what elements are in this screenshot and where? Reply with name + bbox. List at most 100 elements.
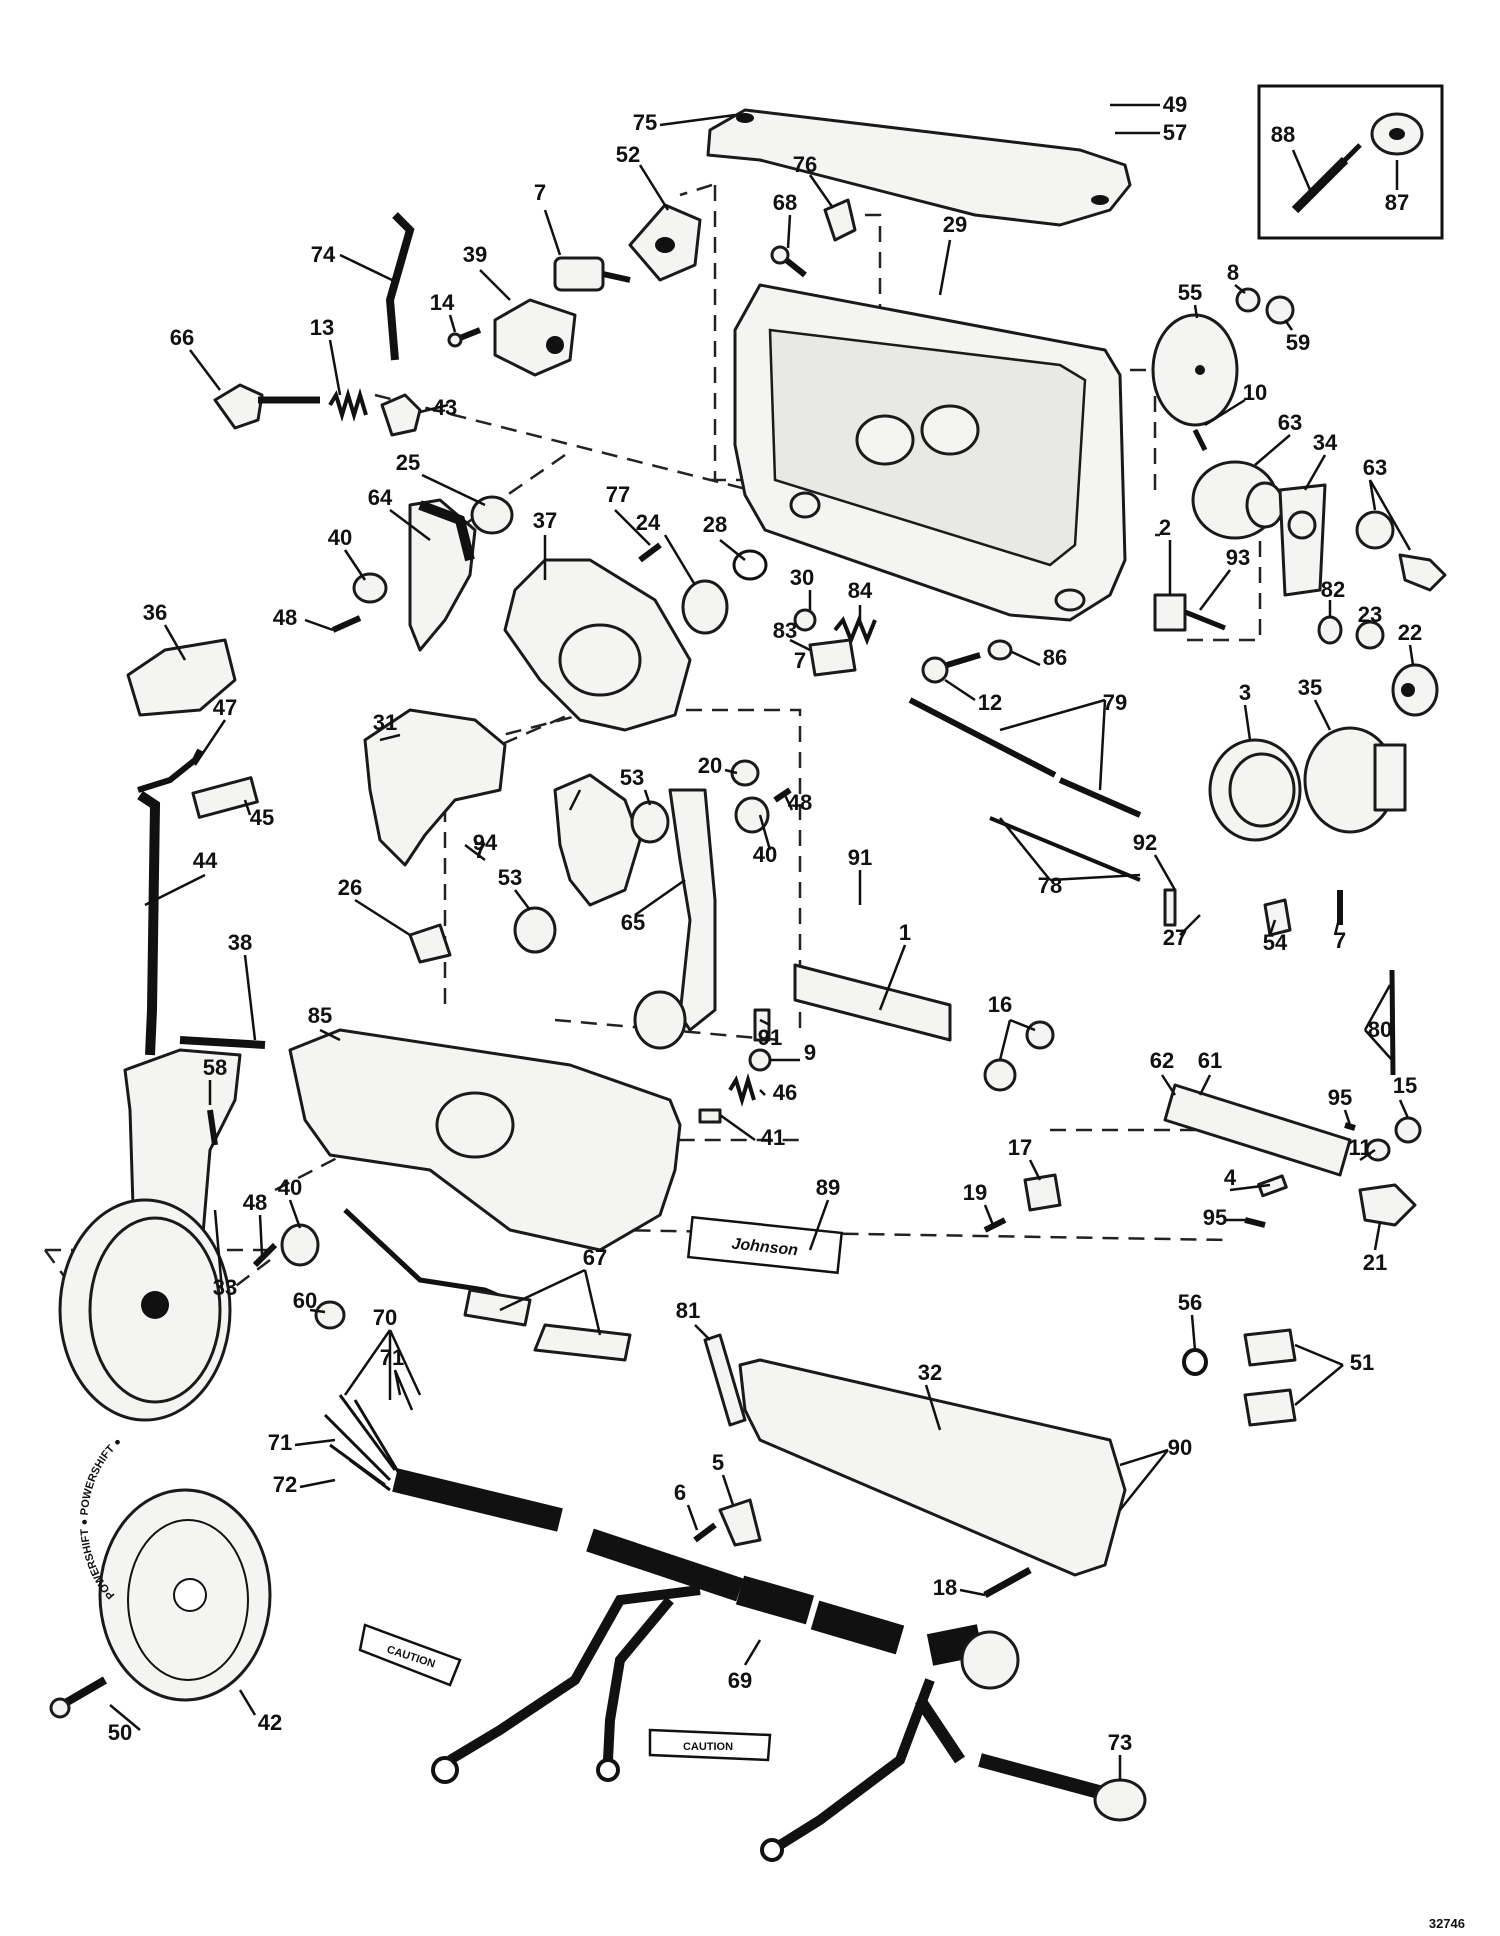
bushing-53-upper — [630, 800, 670, 844]
knob-disc — [58, 1198, 232, 1422]
screw-10 — [1192, 428, 1208, 452]
stud-88 — [1291, 143, 1362, 214]
callout-32: 32 — [918, 1360, 942, 1385]
washer-40-left — [352, 572, 388, 604]
callout-80: 80 — [1368, 1017, 1392, 1042]
cover-94 — [553, 773, 642, 907]
callout-82: 82 — [1321, 577, 1345, 602]
knob-22 — [1391, 663, 1439, 717]
bushing-53-lower — [513, 906, 557, 954]
callout-22: 22 — [1398, 620, 1422, 645]
rod-44 — [137, 790, 161, 1056]
callout-66: 66 — [170, 325, 194, 350]
plate-55 — [1151, 313, 1239, 427]
callout-24: 24 — [636, 510, 661, 535]
pin-4 — [1257, 1174, 1288, 1198]
callout-48: 48 — [243, 1190, 267, 1215]
callout-60: 60 — [293, 1288, 317, 1313]
callout-53: 53 — [498, 865, 522, 890]
pin-95-b — [1244, 1217, 1266, 1228]
toggle-switch-2 — [1153, 593, 1226, 632]
bracket-52 — [628, 203, 702, 282]
callout-63: 63 — [1278, 410, 1302, 435]
callout-18: 18 — [933, 1575, 957, 1600]
bolt-12 — [921, 652, 981, 684]
clips-51 — [1243, 1328, 1297, 1427]
callout-56: 56 — [1178, 1290, 1202, 1315]
callout-89: 89 — [816, 1175, 840, 1200]
callout-31: 31 — [373, 710, 397, 735]
callout-95: 95 — [1203, 1205, 1227, 1230]
callout-7: 7 — [474, 838, 486, 863]
screw-77 — [638, 542, 662, 563]
callout-15: 15 — [1393, 1073, 1417, 1098]
oring-28 — [732, 549, 768, 581]
callout-67: 67 — [583, 1245, 607, 1270]
clip-17 — [1023, 1173, 1062, 1212]
callout-30: 30 — [790, 565, 814, 590]
wire-74 — [385, 212, 415, 361]
callout-54: 54 — [1263, 930, 1288, 955]
pin-95-a — [1344, 1122, 1356, 1131]
callout-75: 75 — [633, 110, 657, 135]
callout-91: 91 — [758, 1025, 782, 1050]
callout-49: 49 — [1163, 92, 1187, 117]
callout-21: 21 — [1363, 1250, 1387, 1275]
inset-box — [1257, 84, 1444, 240]
callout-12: 12 — [978, 690, 1002, 715]
callout-43: 43 — [433, 395, 457, 420]
callout-35: 35 — [1298, 675, 1322, 700]
cam-plate-31 — [363, 708, 507, 867]
callout-6: 6 — [674, 1480, 686, 1505]
callout-69: 69 — [728, 1668, 752, 1693]
callout-27: 27 — [1163, 925, 1187, 950]
rod-80 — [1389, 969, 1396, 1076]
block-45 — [191, 776, 259, 819]
nut-59 — [1265, 295, 1295, 325]
clip-47 — [137, 748, 203, 793]
callout-11: 11 — [1348, 1135, 1371, 1160]
callout-16: 16 — [988, 992, 1012, 1017]
callout-4: 4 — [1224, 1165, 1237, 1190]
callout-25: 25 — [396, 450, 420, 475]
screw-58 — [207, 1109, 218, 1146]
strip-81 — [703, 1333, 747, 1427]
callout-38: 38 — [228, 930, 252, 955]
callout-10: 10 — [1243, 380, 1267, 405]
washer-82 — [1317, 615, 1343, 645]
callout-5: 5 — [712, 1450, 724, 1475]
drawing-number: 32746 — [1429, 1916, 1465, 1931]
nut-15 — [1394, 1116, 1422, 1144]
wiring-harness: CAUTION CAUTION — [323, 1394, 1147, 1862]
powershift-disc: POWERSHIFT ● POWERSHIFT ● — [79, 1436, 272, 1702]
screw-18 — [983, 1566, 1032, 1599]
washer-40-mid — [734, 796, 770, 834]
callout-19: 19 — [963, 1180, 987, 1205]
callout-88: 88 — [1271, 122, 1295, 147]
callout-93: 93 — [1226, 545, 1250, 570]
clamp-5 — [718, 1498, 762, 1547]
callout-45: 45 — [250, 805, 274, 830]
washer-40-low — [280, 1223, 320, 1267]
pin-9 — [748, 1048, 772, 1072]
pin-41 — [698, 1108, 722, 1124]
screw-48-low — [252, 1242, 278, 1268]
callout-71: 71 — [268, 1430, 292, 1455]
callout-37: 37 — [533, 508, 557, 533]
callout-41: 41 — [761, 1125, 785, 1150]
callout-86: 86 — [1043, 645, 1067, 670]
cam-64 — [408, 498, 477, 652]
screw-6 — [693, 1522, 717, 1543]
lower-housing-85 — [288, 1028, 682, 1252]
callout-28: 28 — [703, 512, 727, 537]
screw-50 — [49, 1676, 108, 1719]
callout-44: 44 — [193, 848, 218, 873]
callout-74: 74 — [311, 242, 336, 267]
callout-39: 39 — [463, 242, 487, 267]
callout-90: 90 — [1168, 1435, 1192, 1460]
gauge-3 — [1208, 738, 1302, 842]
callout-57: 57 — [1163, 120, 1187, 145]
bushing-24 — [681, 579, 729, 635]
callout-34: 34 — [1313, 430, 1338, 455]
top-cover — [706, 108, 1132, 227]
